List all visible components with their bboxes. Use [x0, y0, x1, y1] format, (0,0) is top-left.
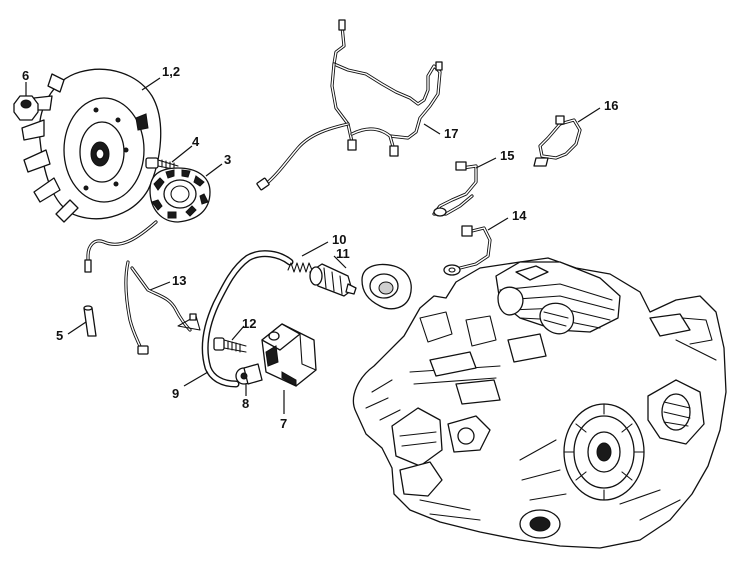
connector-8[interactable]	[235, 363, 263, 385]
ground-wire-15[interactable]	[432, 161, 478, 217]
screw-12[interactable]	[213, 337, 247, 353]
callout-9: 9	[172, 386, 179, 401]
callout-1-2: 1,2	[162, 64, 180, 79]
flywheel-nut[interactable]	[13, 95, 39, 121]
impulse-hose-9[interactable]	[201, 250, 294, 388]
spark-plug-boot-11[interactable]	[309, 263, 357, 297]
spark-plug-boot-grommet[interactable]	[361, 263, 412, 310]
ignition-module-7[interactable]	[261, 323, 317, 387]
callout-5: 5	[56, 328, 63, 343]
callout-labels: 1,2 3 4 5 6 7 8 9 10 11 12 13 14 15 16 1…	[22, 64, 618, 431]
callout-15: 15	[500, 148, 514, 163]
callout-16: 16	[604, 98, 618, 113]
sleeve-5[interactable]	[83, 305, 97, 337]
engine-housing	[352, 257, 727, 549]
callout-10: 10	[332, 232, 346, 247]
short-circuit-wire-13[interactable]	[124, 260, 201, 355]
callout-13: 13	[172, 273, 186, 288]
leader-lines	[25, 77, 601, 414]
ignition-generator[interactable]	[84, 167, 211, 273]
wiring-harness-17[interactable]	[256, 19, 443, 191]
flywheel[interactable]	[21, 68, 162, 223]
callout-3: 3	[224, 152, 231, 167]
callout-6: 6	[22, 68, 29, 83]
callout-8: 8	[242, 396, 249, 411]
callout-12: 12	[242, 316, 256, 331]
callout-7: 7	[280, 416, 287, 431]
callout-11: 11	[336, 246, 350, 261]
ground-wire-14[interactable]	[443, 225, 492, 276]
spring-10[interactable]	[287, 262, 313, 273]
ground-wire-16[interactable]	[533, 115, 582, 167]
callout-17: 17	[444, 126, 458, 141]
callout-4: 4	[192, 134, 200, 149]
callout-14: 14	[512, 208, 527, 223]
